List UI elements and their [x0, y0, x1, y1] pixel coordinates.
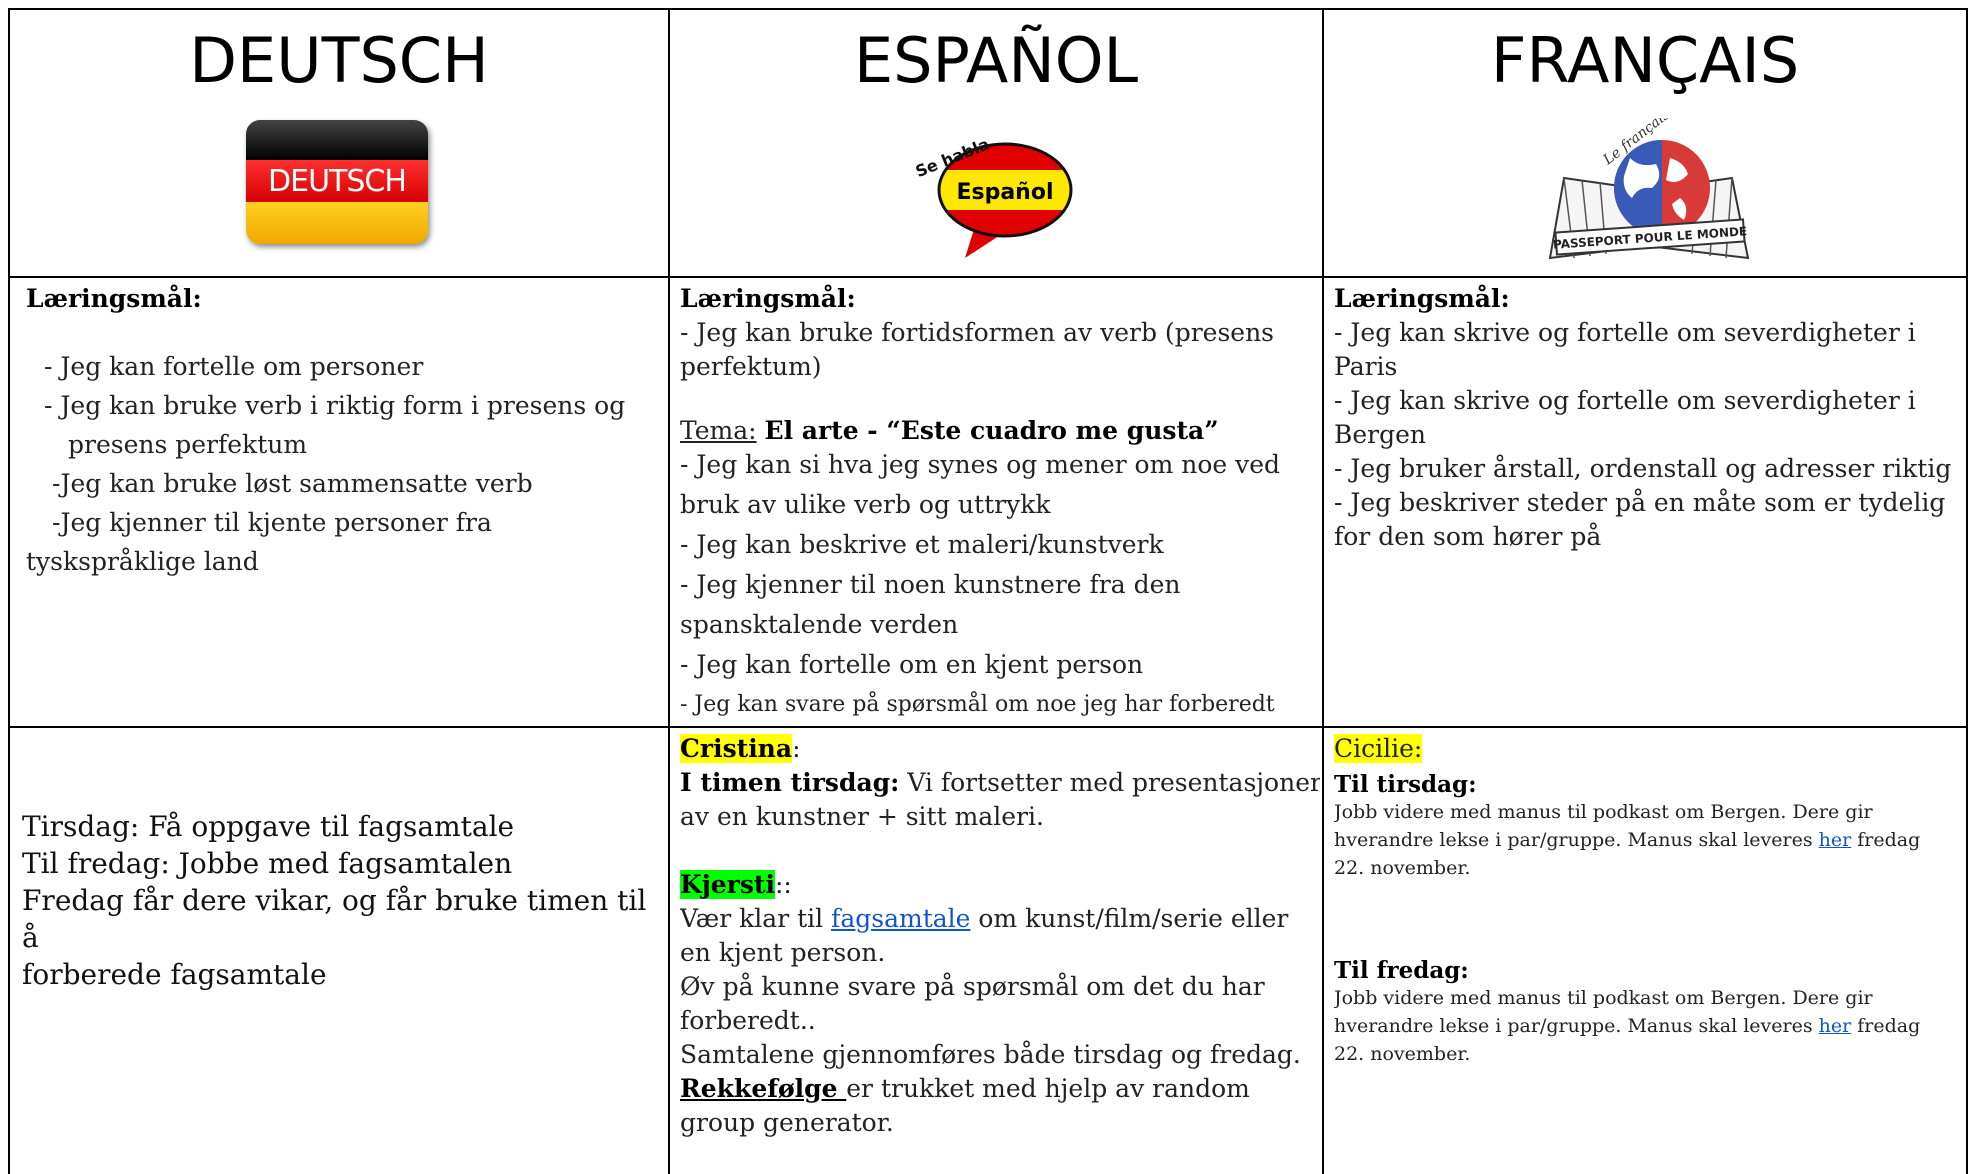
teacher-suffix: : [792, 734, 801, 763]
goal-item: for den som hører på [1334, 522, 1602, 551]
cristina-line-2: av en kunstner + sitt maleri. [680, 802, 1044, 831]
goal-item: - Jeg kan svare på spørsmål om noe jeg h… [680, 692, 1275, 717]
cristina-text: Vi fortsetter med presentasjoner [899, 768, 1320, 797]
goal-item: -Jeg kjenner til kjente personer fra [52, 508, 492, 537]
kjersti-line-1: Vær klar til fagsamtale om kunst/film/se… [680, 902, 1288, 936]
goal-item: tyskspråklige land [26, 547, 259, 576]
table-border [8, 8, 10, 1174]
kjersti-line: group generator. [680, 1108, 894, 1137]
goal-item: - Jeg kan bruke fortidsformen av verb (p… [680, 318, 1274, 347]
tema-line: Tema: El arte - “Este cuadro me gusta” [680, 414, 1219, 448]
goal-item: perfektum) [680, 352, 822, 381]
column-title: ESPAÑOL [853, 24, 1139, 97]
paragraph-line: 22. november. [1334, 857, 1471, 879]
table-border [8, 726, 1968, 728]
goal-item: - Jeg bruker årstall, ordenstall og adre… [1334, 454, 1952, 483]
table-border [1966, 8, 1968, 1174]
logo-text: DEUTSCH [268, 164, 407, 199]
teacher-line-cristina: Cristina: [680, 732, 801, 766]
schedule-line: Fredag får dere vikar, og får bruke time… [22, 884, 647, 954]
rekkefolge-link[interactable]: Rekkefølge [680, 1074, 847, 1103]
paragraph-line: Jobb videre med manus til podkast om Ber… [1334, 987, 1873, 1009]
goal-item: Bergen [1334, 420, 1427, 449]
schedule-line: forberede fagsamtale [22, 958, 327, 991]
goal-item: - Jeg kan skrive og fortelle om severdig… [1334, 386, 1916, 415]
goal-item: - Jeg beskriver steder på en måte som er… [1334, 488, 1946, 517]
goal-item: - Jeg kan si hva jeg synes og mener om n… [680, 450, 1281, 479]
header-cell-espanol: ESPAÑOL [670, 10, 1322, 276]
teacher-name: Cristina [680, 734, 793, 763]
schedule-cell-deutsch: Tirsdag: Få oppgave til fagsamtale Til f… [22, 808, 662, 1008]
logo-word: Español [956, 180, 1053, 205]
kjersti-line: Samtalene gjennomføres både tirsdag og f… [680, 1040, 1301, 1069]
paragraph: Jobb videre med manus til podkast om Ber… [1334, 984, 1920, 1068]
goals-cell-deutsch: Læringsmål: - Jeg kan fortelle om person… [14, 282, 664, 722]
teacher-suffix: :: [774, 870, 792, 899]
goal-item: spansktalende verden [680, 610, 959, 639]
paragraph-line: hverandre lekse i par/gruppe. Manus skal… [1334, 829, 1921, 851]
paragraph-line: hverandre lekse i par/gruppe. Manus skal… [1334, 1015, 1921, 1037]
column-title: DEUTSCH [189, 24, 489, 97]
goal-item: - Jeg kan beskrive et maleri/kunstverk [680, 530, 1164, 559]
kjersti-line: en kjent person. [680, 938, 886, 967]
table-border [668, 8, 670, 1174]
tema-text: El arte - “Este cuadro me gusta” [764, 416, 1219, 445]
kjersti-line: Øv på kunne svare på spørsmål om det du … [680, 972, 1265, 1001]
paragraph-line: 22. november. [1334, 1043, 1471, 1065]
schedule-line: Tirsdag: Få oppgave til fagsamtale [22, 810, 515, 843]
table-border [8, 8, 1968, 10]
paragraph: Jobb videre med manus til podkast om Ber… [1334, 798, 1920, 882]
tema-label: Tema: [680, 416, 757, 445]
her-link[interactable]: her [1818, 1015, 1852, 1037]
goal-item: -Jeg kan bruke løst sammensatte verb [52, 469, 533, 498]
column-title: FRANÇAIS [1490, 24, 1800, 97]
goal-item: bruk av ulike verb og uttrykk [680, 490, 1051, 519]
goals-cell-francais: Læringsmål: - Jeg kan skrive og fortelle… [1334, 282, 1964, 722]
header-cell-deutsch: DEUTSCH [10, 10, 668, 276]
passeport-globe-logo: PASSEPORT POUR LE MONDE Le français [1548, 118, 1750, 260]
goals-heading: Læringsmål: [26, 284, 202, 313]
goal-item: - Jeg kjenner til noen kunstnere fra den [680, 570, 1181, 599]
her-link[interactable]: her [1818, 829, 1852, 851]
goals-cell-espanol: Læringsmål: - Jeg kan bruke fortidsforme… [680, 282, 1320, 724]
header-cell-francais: FRANÇAIS [1324, 10, 1966, 276]
goal-item: presens perfektum [68, 430, 308, 459]
german-flag-logo: DEUTSCH [246, 120, 428, 244]
teacher-name: Kjersti [680, 870, 775, 899]
se-habla-espanol-logo: Español Se habla [913, 134, 1073, 258]
kjersti-line: Rekkefølge er trukket med hjelp av rando… [680, 1072, 1250, 1106]
kjersti-text: Vær klar til [680, 904, 832, 933]
teacher-line-cicilie: Cicilie: [1334, 732, 1423, 766]
teacher-name: Cicilie: [1334, 734, 1423, 763]
section-heading: Til tirsdag: [1334, 771, 1477, 798]
kjersti-line: forberedt.. [680, 1006, 816, 1035]
section-heading: Til fredag: [1334, 957, 1469, 984]
schedule-line: Til fredag: Jobbe med fagsamtalen [22, 847, 513, 880]
kjersti-text: er trukket med hjelp av random [846, 1074, 1250, 1103]
schedule-cell-francais: Cicilie: Til tirsdag: Jobb videre med ma… [1334, 732, 1964, 1172]
kjersti-text: om kunst/film/serie eller [970, 904, 1289, 933]
teacher-line-kjersti: Kjersti:: [680, 868, 792, 902]
goal-item: - Jeg kan skrive og fortelle om severdig… [1334, 318, 1916, 347]
cristina-line-1: I timen tirsdag: Vi fortsetter med prese… [680, 766, 1320, 800]
goal-item: Paris [1334, 352, 1398, 381]
goal-item: - Jeg kan fortelle om personer [44, 352, 424, 381]
goal-item: - Jeg kan fortelle om en kjent person [680, 650, 1144, 679]
goal-item: - Jeg kan bruke verb i riktig form i pre… [44, 391, 626, 420]
fagsamtale-link[interactable]: fagsamtale [831, 904, 971, 933]
table-border [1322, 8, 1324, 1174]
goals-heading: Læringsmål: [680, 284, 856, 313]
cristina-label: I timen tirsdag: [680, 768, 900, 797]
goals-heading: Læringsmål: [1334, 284, 1510, 313]
paragraph-line: Jobb videre med manus til podkast om Ber… [1334, 801, 1873, 823]
schedule-cell-espanol: Cristina: I timen tirsdag: Vi fortsetter… [680, 732, 1320, 1172]
table-border [8, 276, 1968, 278]
